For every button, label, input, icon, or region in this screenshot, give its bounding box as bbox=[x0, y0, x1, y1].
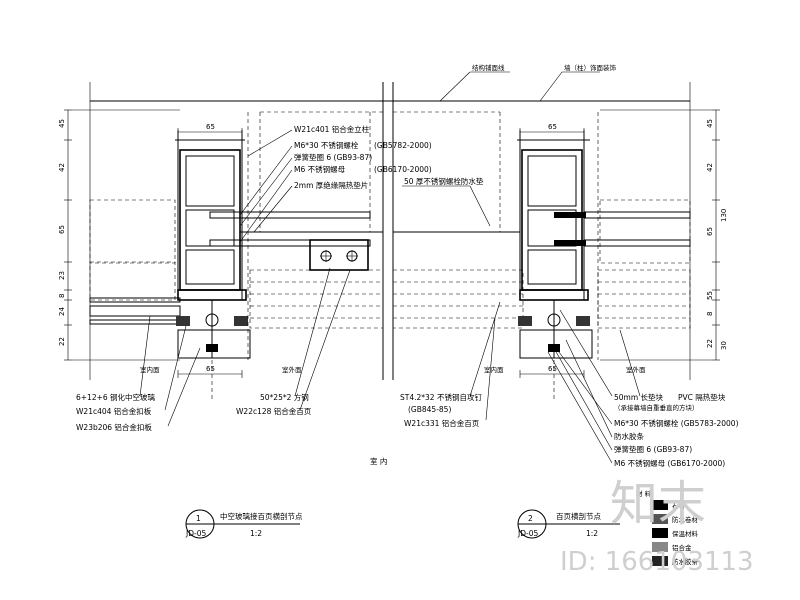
detail-bubble-1 bbox=[185, 509, 300, 539]
watermark-brand: 知末 bbox=[610, 476, 706, 532]
side-label-4: 室外面 bbox=[626, 365, 646, 374]
callout-spring-washer: 弹簧垫圈 6 (GB93-87) bbox=[294, 152, 372, 162]
legend-item-1: 石材 bbox=[672, 501, 686, 510]
dim-right-1: 45 bbox=[706, 119, 714, 128]
dim-left-7: 22 bbox=[58, 337, 66, 346]
detail-2-title: 百页横剖节点 bbox=[556, 511, 601, 521]
callout-spacer-note: （承接幕墙自重垂直的方块） bbox=[614, 403, 699, 412]
dim-right-3: 130 bbox=[720, 209, 728, 222]
right-louvre-blades bbox=[392, 269, 691, 329]
callout-nut-right: M6 不锈钢螺母 (GB6170-2000) bbox=[614, 458, 725, 468]
callout-nut-std: (GB6170-2000) bbox=[374, 165, 432, 174]
detail-bubble-2 bbox=[517, 509, 620, 539]
callout-washer-right: 弹簧垫圈 6 (GB93-87) bbox=[614, 444, 692, 454]
callout-louvre-331: W21c331 铝合金百页 bbox=[404, 418, 480, 428]
legend-swatches bbox=[652, 500, 668, 566]
dim-left-3: 65 bbox=[58, 225, 66, 234]
detail-1-sheet: JD-05 bbox=[185, 529, 206, 538]
callout-waterproof-strip: 防水胶条 bbox=[614, 431, 644, 441]
side-label-3: 室内面 bbox=[484, 365, 504, 374]
legend-item-5: 防水胶条 bbox=[672, 557, 699, 566]
watermark-id: ID: 166103113 bbox=[560, 547, 754, 577]
callout-spacer: 50mm 长垫块 bbox=[614, 392, 664, 402]
legend-item-3: 保温材料 bbox=[672, 529, 699, 538]
callout-insulated-glass: 6+12+6 钢化中空玻璃 bbox=[76, 392, 156, 402]
callout-screw: ST4.2*32 不锈钢自攻钉 bbox=[400, 392, 482, 402]
side-label-2: 室外面 bbox=[282, 365, 302, 374]
callout-pvc-pad: PVC 隔热垫块 bbox=[678, 392, 726, 402]
dim-left-1: 45 bbox=[58, 119, 66, 128]
left-bottom-clamp bbox=[176, 289, 251, 359]
interior-label: 室 内 bbox=[370, 456, 387, 466]
dim-right-6: 8 bbox=[706, 312, 714, 316]
label-structure-surface: 结构铺面线 bbox=[472, 63, 505, 72]
callout-bolt-right: M6*30 不锈钢螺栓 (GB5783-2000) bbox=[614, 418, 739, 428]
callout-waterproof-pad: 50 厚不锈钢螺栓防水垫 bbox=[404, 176, 484, 186]
dim-right-2: 42 bbox=[706, 163, 714, 172]
dim-left-5: 8 bbox=[58, 294, 66, 298]
label-decorative-finish: 墙（柱）饰面装饰 bbox=[564, 63, 617, 72]
dim-right-top-width: 65 bbox=[548, 123, 557, 131]
callout-bolt: M6*30 不锈钢螺栓 bbox=[294, 140, 359, 150]
dim-left-6: 24 bbox=[58, 307, 66, 316]
callout-square-tube: 50*25*2 方钢 bbox=[260, 392, 309, 402]
legend-item-2: 防水卷材 bbox=[672, 515, 699, 524]
dim-left-top-width: 65 bbox=[206, 123, 215, 131]
side-label-1: 室内面 bbox=[140, 365, 160, 374]
detail-1-scale: 1:2 bbox=[250, 529, 262, 538]
detail-2-number: 2 bbox=[528, 514, 533, 523]
callout-bolt-std: (GB5782-2000) bbox=[374, 141, 432, 150]
detail-2-sheet: JD-05 bbox=[517, 529, 538, 538]
left-wall-block-lower bbox=[89, 261, 176, 301]
callout-nut: M6 不锈钢螺母 bbox=[294, 164, 346, 174]
legend-item-4: 铝合金 bbox=[672, 543, 692, 552]
detail-1-number: 1 bbox=[196, 514, 201, 523]
square-steel-tube bbox=[309, 239, 369, 271]
dim-left-bottom-width: 65 bbox=[206, 365, 215, 373]
left-width-dimension bbox=[177, 128, 243, 378]
leader-lines bbox=[139, 71, 641, 464]
right-width-dimension bbox=[519, 128, 585, 378]
callout-cover-plate-404: W21c404 铝合金扣板 bbox=[76, 406, 152, 416]
legend-title: 材 料 bbox=[636, 489, 652, 498]
right-dimension-chain bbox=[600, 109, 720, 361]
callout-mullion: W21c401 铝合金立柱 bbox=[294, 124, 370, 134]
callout-cover-plate-206: W23b206 铝合金扣板 bbox=[76, 422, 152, 432]
right-bottom-clamp bbox=[518, 289, 593, 359]
callout-screw-std: (GB845-85) bbox=[408, 405, 451, 414]
dim-left-2: 42 bbox=[58, 163, 66, 172]
left-dimension-chain bbox=[64, 109, 180, 361]
dim-right-bottom-width: 65 bbox=[548, 365, 557, 373]
dim-right-8: 30 bbox=[720, 341, 728, 350]
detail-1-title: 中空玻璃接百页横剖节点 bbox=[220, 511, 303, 521]
left-wall-block bbox=[89, 199, 176, 264]
callout-louvre-128: W22c128 铝合金百页 bbox=[236, 406, 312, 416]
dim-right-7: 22 bbox=[706, 339, 714, 348]
dim-left-4: 23 bbox=[58, 271, 66, 280]
dim-right-5: 55 bbox=[706, 291, 714, 300]
callout-insulation-pad: 2mm 厚绝缘隔热垫片 bbox=[294, 180, 368, 190]
dim-right-4: 65 bbox=[706, 227, 714, 236]
detail-2-scale: 1:2 bbox=[586, 529, 598, 538]
